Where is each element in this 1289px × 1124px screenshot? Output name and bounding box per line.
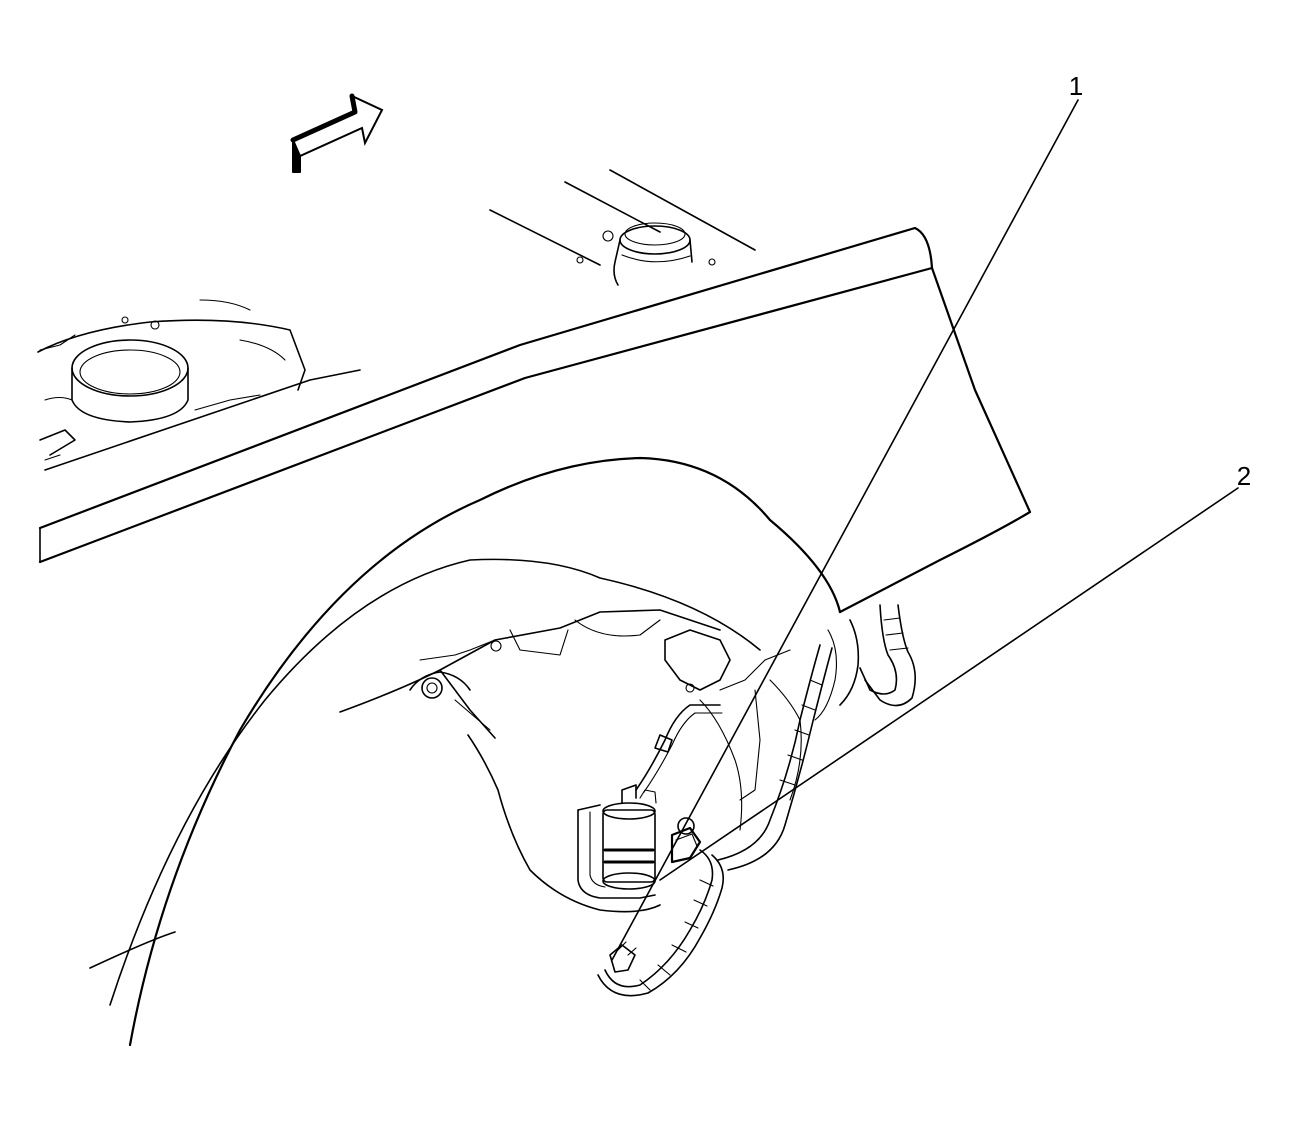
leader-lines bbox=[611, 99, 1239, 961]
fender-panel bbox=[38, 226, 1032, 614]
harness-connector bbox=[597, 644, 833, 997]
callout-2-label: 2 bbox=[1237, 461, 1251, 491]
cylindrical-sensor bbox=[602, 704, 723, 890]
leader-line-1 bbox=[611, 99, 1079, 961]
leader-line-2 bbox=[659, 487, 1239, 881]
engine-components-top bbox=[489, 169, 756, 286]
wheel-well-inner bbox=[339, 609, 802, 913]
engine-components-left bbox=[37, 299, 306, 461]
sensor-bracket bbox=[577, 804, 656, 899]
callout-1-label: 1 bbox=[1069, 71, 1083, 101]
hose-assembly bbox=[814, 604, 916, 721]
direction-arrow-icon bbox=[290, 93, 384, 173]
wheel-opening bbox=[89, 456, 842, 1047]
